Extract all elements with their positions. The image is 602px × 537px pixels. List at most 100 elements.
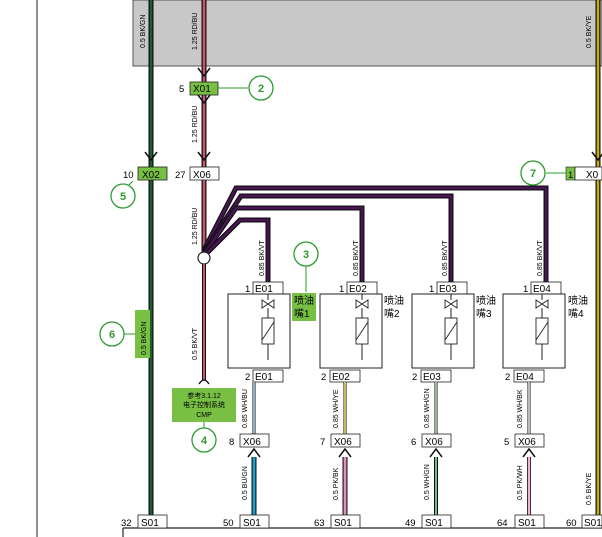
wire-bus-bk-vt [201, 185, 549, 282]
callout-5: 5 [110, 180, 136, 209]
connector-x06-bottom-1: X06 8 [229, 433, 270, 448]
connector-e04-top-pin: 1 [523, 284, 528, 295]
wire-label-bu-gn: 0.5 BU/GN [242, 466, 249, 500]
injector-2-name-1: 喷油 [384, 294, 404, 307]
splice-point [197, 251, 211, 265]
connector-s01-32: S01 32 [121, 514, 168, 529]
s01-49-pin: 49 [405, 518, 416, 529]
note-line-3: CMP [196, 412, 212, 419]
note-box: 参考3.1.12 电子控制系统 CMP [172, 388, 236, 422]
wire-label-left-bk-gn: 0.5 BK/GN [140, 15, 147, 48]
connector-x06-top-label: X06 [193, 170, 211, 181]
connector-e02-bottom-label: E02 [332, 372, 350, 383]
arrow-x0-right [591, 151, 602, 162]
arrow-x01-bottom [197, 94, 211, 105]
connector-e02-bottom-pin: 2 [321, 372, 326, 383]
connector-e04-bottom-pin: 2 [505, 372, 510, 383]
connector-e03-top-pin: 1 [429, 284, 434, 295]
wire-label-bk-vt-branch: 0.5 BK/VT [192, 327, 199, 360]
callout-4-label: 4 [201, 435, 208, 447]
connector-e01-top-label: E01 [255, 284, 273, 295]
arrow-x06-bottom-2 [338, 447, 352, 458]
arrow-x01-top [197, 67, 211, 78]
connector-e01-top-pin: 1 [245, 284, 250, 295]
s01-32-label: S01 [141, 518, 159, 529]
injector-3-name-1: 喷油 [476, 294, 496, 307]
x06-bottom-1-label: X06 [243, 437, 261, 448]
callout-3: 3 [293, 241, 319, 292]
injector-1-name-2: 嘴1 [294, 308, 310, 320]
x06-bottom-3-pin: 6 [411, 437, 416, 448]
wire-label-e03-out: 0.85 WH/GN [424, 388, 431, 428]
note-line-1: 参考3.1.12 [187, 391, 221, 400]
connector-x06-top: X06 27 [175, 166, 220, 181]
callout-4: 4 [191, 422, 217, 453]
wire-label-pk-bk: 0.5 PK/BK [333, 467, 340, 500]
note-line-2: 电子控制系统 [183, 400, 225, 409]
connector-x0-right-pin: 1 [568, 170, 573, 181]
s01-32-pin: 32 [121, 518, 132, 529]
x06-bottom-2-pin: 7 [320, 437, 325, 448]
callout-7-label: 7 [530, 168, 536, 180]
connector-s01-63: S01 63 [314, 514, 361, 529]
wire-label-bk-ye-bottom: 0.5 BK/YE [586, 472, 593, 505]
wire-label-rd-bu-low: 1.25 RD/BU [192, 208, 199, 245]
connector-e03-bottom-label: E03 [423, 372, 441, 383]
connector-e04-bottom-label: E04 [516, 372, 534, 383]
s01-60-pin: 60 [566, 518, 577, 529]
connector-x06-bottom-3: X06 6 [411, 433, 452, 448]
injector-4-name-2: 嘴4 [568, 308, 584, 320]
connector-e02-top-label: E02 [349, 284, 367, 295]
connector-x06-bottom-2: X06 7 [320, 433, 361, 448]
connector-x06-top-pin: 27 [175, 170, 186, 181]
connector-x01-label: X01 [193, 84, 211, 95]
wire-label-e02-out: 0.85 WH/YE [333, 389, 340, 428]
s01-50-label: S01 [243, 518, 261, 529]
x06-bottom-2-label: X06 [334, 437, 352, 448]
injector-1-name-1: 喷油 [294, 294, 314, 307]
s01-63-label: S01 [334, 518, 352, 529]
x06-bottom-3-label: X06 [425, 437, 443, 448]
arrow-x06-bottom-3 [429, 447, 443, 458]
injector-1: E01 1 E01 2 喷油 嘴1 [227, 281, 316, 383]
connector-e04-top-label: E04 [533, 284, 551, 295]
connector-x02-pin: 10 [123, 170, 134, 181]
injector-4-name-1: 喷油 [568, 294, 588, 307]
callout-5-label: 5 [120, 191, 126, 203]
callout-3-label: 3 [303, 249, 309, 261]
wire-label-pk-wh: 0.5 PK/WH [517, 465, 524, 500]
connector-x06-bottom-4: X06 5 [504, 433, 545, 448]
callout-6: 6 [99, 321, 135, 347]
wire-label-bk-ye-top: 0.5 BK/YE [586, 15, 593, 48]
wire-label-rd-bu-top: 1.25 RD/BU [192, 13, 199, 50]
connector-x0-right: 1 X0 [565, 166, 602, 181]
s01-50-pin: 50 [223, 518, 234, 529]
s01-64-label: S01 [518, 518, 536, 529]
wire-label-bk-vt-4: 0.85 BK/VT [537, 239, 544, 276]
connector-x02: X02 10 [123, 166, 168, 181]
connector-s01-64: S01 64 [497, 514, 545, 529]
callout-7: 7 [520, 160, 566, 186]
wire-label-wh-gn: 0.5 WH/GN [424, 464, 431, 500]
injector-3: E03 1 E03 2 喷油 嘴3 [411, 281, 496, 383]
connector-e03-bottom-pin: 2 [412, 372, 417, 383]
wire-end-mark [198, 379, 210, 385]
x06-bottom-4-pin: 5 [504, 437, 509, 448]
arrow-x02 [144, 151, 158, 162]
connector-s01-49: S01 49 [405, 514, 452, 529]
wire-label-box-left [135, 310, 150, 358]
injector-2: E02 1 E02 2 喷油 嘴2 [319, 281, 404, 383]
arrow-x06-bottom-4 [522, 447, 536, 458]
injector-3-name-2: 嘴3 [476, 308, 492, 320]
s01-64-pin: 64 [497, 518, 508, 529]
connector-e01-bottom-label: E01 [255, 372, 273, 383]
s01-49-label: S01 [425, 518, 443, 529]
wire-label-e01-out: 0.85 WH/BU [242, 389, 249, 428]
connector-s01-60: S01 60 [566, 514, 602, 529]
x06-bottom-4-label: X06 [518, 437, 536, 448]
arrow-x06-bottom-1 [247, 447, 261, 458]
connector-e01-bottom-pin: 2 [245, 372, 250, 383]
